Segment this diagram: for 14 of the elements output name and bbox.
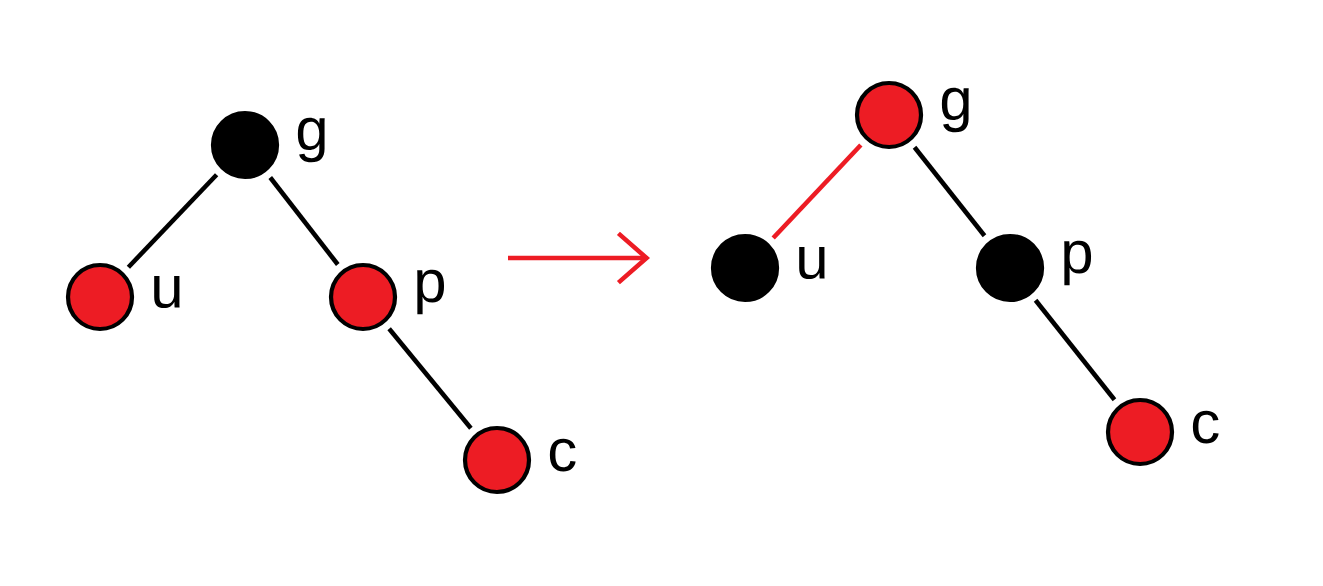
tree-edge [268, 176, 340, 266]
tree-edge [771, 143, 863, 240]
tree-edge [126, 173, 219, 269]
node-label: p [1064, 240, 1092, 286]
node-label: c [1192, 410, 1219, 444]
node-label: u [154, 275, 180, 309]
node-label: g [941, 87, 969, 133]
node-label: p [417, 269, 445, 315]
node-label: u [799, 246, 825, 280]
node-label: g [297, 117, 325, 163]
tree-edge [912, 145, 987, 238]
node-label: c [549, 438, 576, 472]
tree-edge [1033, 298, 1117, 402]
tree-edge [387, 327, 473, 430]
